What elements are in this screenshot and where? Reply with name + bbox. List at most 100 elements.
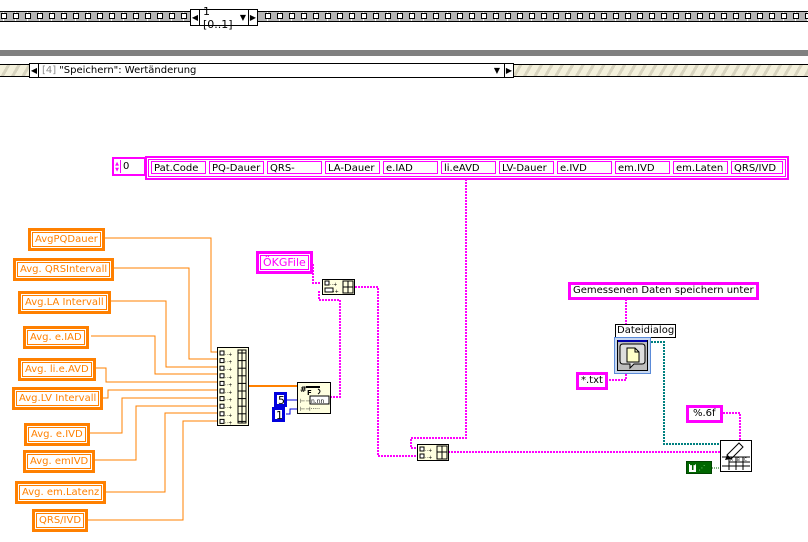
sequence-frame-holes [0,13,808,19]
wire-path-to-writer [651,341,720,445]
previous-frame-arrow-icon[interactable]: ◀ [191,10,200,25]
svg-text:·+: ·+ [333,289,339,294]
svg-text:··+: ··+ [225,398,232,404]
film-hole [385,13,391,19]
wire-avgeivd [89,397,219,434]
case-structure-top-border [0,50,808,56]
next-case-arrow-icon[interactable]: ▶ [504,64,513,77]
header-cell[interactable]: LV-Dauer [499,161,554,174]
indicator-avg-eivd[interactable]: Avg. e.IVD [24,423,90,446]
build-array-node[interactable]: ··+ ·+ [322,279,355,295]
build-array-node[interactable]: ··+ ··+ [417,444,449,461]
indicator-avg-emivd[interactable]: Avg. emIVD [23,450,96,473]
svg-text:··+: ··+ [225,375,232,381]
film-hole [553,13,559,19]
indicator-label: Avg. li.e.AVD [22,362,92,377]
film-hole [601,13,607,19]
build-array-icon: ··+ ··+ [419,445,448,461]
svg-text:B: B [737,457,740,462]
indicator-avg-lv-intervall[interactable]: Avg.LV Intervall [12,387,104,410]
indicator-label: Avg. e.IVD [28,427,86,442]
header-cell[interactable]: li.eAVD [441,161,496,174]
dialog-prompt-constant[interactable]: Gemessenen Daten speichern unter [568,282,759,300]
file-pattern-constant[interactable]: *.txt [576,372,608,390]
film-hole [697,13,703,19]
indicator-avgpqdauer[interactable]: AvgPQDauer [28,228,105,251]
film-hole [85,13,91,19]
wire-avgemivd [91,405,219,461]
number-to-fractional-string-node[interactable]: # F n.nn ⊢⊣ ⊢⊣····· [297,382,331,414]
header-cell[interactable]: Pat.Code [151,161,206,174]
sequence-frame-label: 1 [0..1] [203,4,233,31]
film-hole [565,13,571,19]
header-cell[interactable]: em.Laten [673,161,728,174]
svg-text:··+: ··+ [425,448,432,454]
film-hole [157,13,163,19]
format-string-constant[interactable]: %.6f [686,405,723,423]
index-spinner-icon[interactable]: ▲▼ [114,160,121,173]
svg-text:··+: ··+ [225,390,232,396]
svg-text:··+: ··+ [425,455,432,460]
header-cell[interactable]: e.IVD [557,161,612,174]
svg-text:··+: ··+ [225,352,232,358]
film-hole [493,13,499,19]
film-hole [25,13,31,19]
chevron-down-icon[interactable]: ▼ [239,13,246,22]
svg-text:··+: ··+ [225,413,232,419]
indicator-qrsivd[interactable]: QRS/IVD [32,509,89,532]
film-hole [337,13,343,19]
build-array-node[interactable]: ··+··+··+··+··+··+··+··+··+··+ [217,347,249,426]
indicator-avg-la-intervall[interactable]: Avg.LA Intervall [18,291,111,314]
svg-text:··+: ··+ [225,367,232,373]
film-hole [673,13,679,19]
build-array-input-terminal [219,418,225,424]
indicator-avg-emlatenz[interactable]: Avg. em.Latenz [15,481,107,504]
case-selector[interactable]: ◀ [4] "Speichern": Wertänderung ▼ ▶ [29,63,514,78]
build-array-input-terminal [219,396,225,402]
film-hole [709,13,715,19]
header-cell[interactable]: QRS/IVD [731,161,783,174]
dateidialog-label: Dateidialog [615,324,677,338]
next-frame-arrow-icon[interactable]: ▶ [248,10,257,25]
header-cell[interactable]: e.IAD [383,161,438,174]
film-hole [265,13,271,19]
build-array-input-terminal [219,365,225,371]
indicator-label: Avg. QRSIntervall [17,262,111,277]
width-constant[interactable]: 5 [274,392,287,407]
boolean-decoration-icon: ⋰ [698,463,706,472]
film-hole [373,13,379,19]
chevron-down-icon[interactable]: ▼ [493,66,500,75]
film-hole [637,13,643,19]
okgfile-label: ÖKGFile [260,255,309,270]
film-hole [325,13,331,19]
file-dialog-node[interactable] [614,337,651,374]
film-hole [433,13,439,19]
case-border-hatch-right [512,64,808,77]
array-index-display[interactable]: ▲▼ 0 [112,157,146,176]
previous-case-arrow-icon[interactable]: ◀ [30,64,39,77]
film-hole [721,13,727,19]
wire-build-to-build [355,286,417,457]
precision-constant[interactable]: 1 [272,407,285,422]
spreadsheet-writer-icon: A B C [722,442,750,470]
file-dialog-icon-frame [617,340,648,371]
indicator-avg-qrsintervall[interactable]: Avg. QRSIntervall [13,258,115,281]
indicator-avg-lieavd[interactable]: Avg. li.e.AVD [18,358,96,381]
film-hole [625,13,631,19]
sequence-frame-border [0,11,808,22]
build-array-input-terminal [219,373,225,379]
build-array-input-terminal [219,403,225,409]
case-label: "Speichern": Wertänderung [59,65,197,76]
header-array-constant[interactable]: Pat.Code PQ-Dauer QRS- LA-Dauer e.IAD li… [145,156,789,180]
film-hole [169,13,175,19]
write-to-spreadsheet-node[interactable]: A B C [720,440,752,472]
indicator-avg-eiad[interactable]: Avg. e.IAD [23,326,89,349]
okgfile-control[interactable]: ÖKGFile [256,251,313,274]
header-cell[interactable]: QRS- [267,161,322,174]
build-array-input-terminal [219,380,225,386]
header-cell[interactable]: LA-Dauer [325,161,380,174]
header-cell[interactable]: PQ-Dauer [209,161,264,174]
boolean-true-constant[interactable]: T ⋰ [686,461,712,474]
header-cell[interactable]: em.IVD [615,161,670,174]
sequence-frame-selector[interactable]: ◀ 1 [0..1] ▼ ▶ [190,5,258,31]
